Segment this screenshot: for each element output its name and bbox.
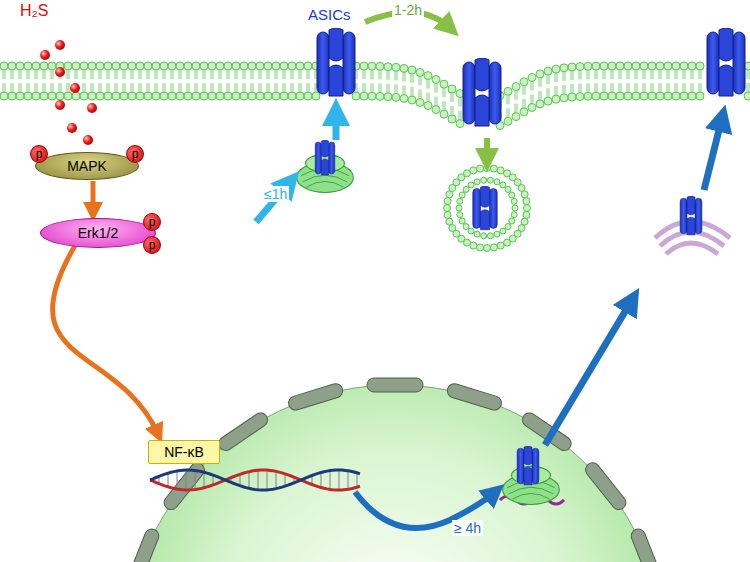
node-text: MAPK — [67, 158, 107, 174]
time-label: ≥ 4h — [452, 520, 483, 536]
phosphate-circle: p — [30, 145, 48, 163]
node-text: Erk1/2 — [78, 225, 118, 241]
phosphate-circle: p — [143, 236, 161, 254]
node-text: p — [132, 148, 139, 160]
time-label: 1-2h — [392, 2, 424, 18]
node-text: NF-κB — [164, 444, 204, 460]
node-text: p — [36, 148, 43, 160]
node-text: p — [149, 216, 156, 228]
time-label: ≤1h — [262, 186, 289, 202]
factor-box: NF-κB — [148, 440, 220, 464]
node-text: p — [149, 239, 156, 251]
phosphate-circle: p — [126, 145, 144, 163]
protein-ellipse: Erk1/2 pp — [40, 218, 156, 248]
signal-arrow — [91, 181, 96, 212]
protein-label: ASICs — [308, 6, 351, 23]
chemical-label: H₂S — [20, 2, 48, 20]
protein-ellipse: MAPKpp — [35, 152, 139, 180]
phosphate-circle: p — [143, 213, 161, 231]
signal-arrow — [52, 246, 158, 434]
